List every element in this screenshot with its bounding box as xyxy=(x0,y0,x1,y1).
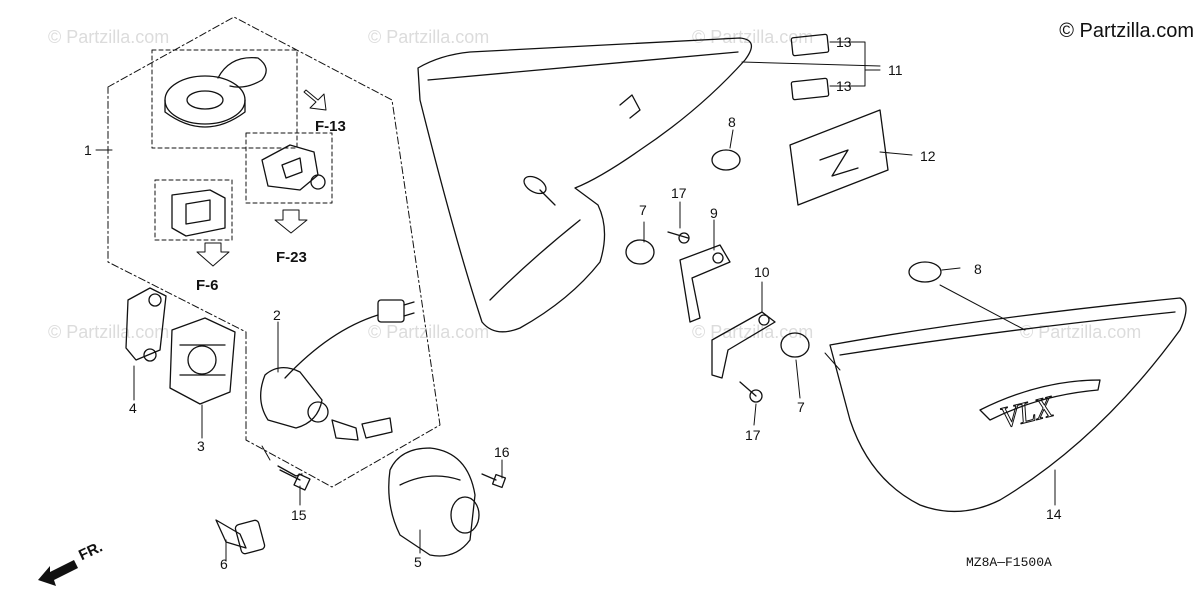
callout-10: 10 xyxy=(754,264,770,280)
screw-icon xyxy=(481,473,507,489)
callout-15: 15 xyxy=(291,507,307,523)
callout-4: 4 xyxy=(129,400,137,416)
watermark: © Partzilla.com xyxy=(692,322,813,342)
bolt-icon xyxy=(277,465,311,491)
leader-lines xyxy=(95,41,1056,561)
f23-part-box xyxy=(245,132,333,204)
bracket-plate-icon xyxy=(125,287,167,362)
grommet-icon xyxy=(711,149,741,171)
callout-11: 11 xyxy=(888,62,903,78)
vlx-emblem-text: VLX xyxy=(997,390,1058,435)
watermark: © Partzilla.com xyxy=(1020,322,1141,342)
stay-bracket-icon xyxy=(679,244,731,323)
callout-17: 17 xyxy=(745,427,761,443)
arrow-icon xyxy=(196,242,230,267)
callout-2: 2 xyxy=(273,307,281,323)
callout-7: 7 xyxy=(797,399,805,415)
callout-layer: 1 2 3 4 5 6 7 7 8 8 9 10 11 12 13 13 14 … xyxy=(84,34,1062,572)
callout-12: 12 xyxy=(920,148,936,164)
bolt-icon xyxy=(739,381,763,403)
grommet-icon xyxy=(625,239,655,265)
lock-latch-icon xyxy=(261,144,326,191)
arrow-icon xyxy=(274,209,308,234)
callout-17: 17 xyxy=(671,185,687,201)
watermark: © Partzilla.com xyxy=(368,27,489,47)
ignition-lock-icon xyxy=(260,299,415,441)
front-arrow-icon: FR. xyxy=(38,539,105,586)
callout-8: 8 xyxy=(974,261,982,277)
callout-1: 1 xyxy=(84,142,92,158)
callout-5: 5 xyxy=(414,554,422,570)
fuel-cap-box xyxy=(151,49,298,149)
ref-f23: F-23 xyxy=(276,249,307,266)
watermark: © Partzilla.com xyxy=(692,27,813,47)
watermark: © Partzilla.com xyxy=(48,322,169,342)
mark-badge-icon xyxy=(790,33,830,57)
arrow-icon xyxy=(303,89,327,111)
bolt-icon xyxy=(667,231,690,244)
callout-6: 6 xyxy=(220,556,228,572)
callout-13: 13 xyxy=(836,34,852,50)
mark-badge-icon xyxy=(790,77,830,101)
watermark: © Partzilla.com xyxy=(48,27,169,47)
seal-block-icon xyxy=(171,189,226,237)
lock-cover-icon xyxy=(388,447,480,557)
ref-f6: F-6 xyxy=(196,277,219,294)
emblem-plate-icon xyxy=(789,109,889,206)
callout-3: 3 xyxy=(197,438,205,454)
f6-part-box xyxy=(154,179,233,241)
diagram-code: MZ8A—F1500A xyxy=(966,555,1052,570)
assembly-1-outline xyxy=(107,16,441,488)
ref-f13: F-13 xyxy=(315,118,346,135)
key-blank-icon xyxy=(215,519,266,555)
callout-7: 7 xyxy=(639,202,647,218)
watermark: © Partzilla.com xyxy=(368,322,489,342)
grommet-icon xyxy=(780,332,810,358)
watermark-layer: © Partzilla.com © Partzilla.com © Partzi… xyxy=(48,27,1141,342)
lock-holder-icon xyxy=(169,317,236,405)
fuel-cap-icon xyxy=(164,57,267,128)
callout-14: 14 xyxy=(1046,506,1062,522)
grommet-icon xyxy=(908,261,942,283)
callout-13: 13 xyxy=(836,78,852,94)
callout-8: 8 xyxy=(728,114,736,130)
callout-16: 16 xyxy=(494,444,510,460)
callout-9: 9 xyxy=(710,205,718,221)
front-label: FR. xyxy=(76,539,105,565)
copyright-notice: © Partzilla.com xyxy=(1059,20,1194,42)
left-side-cover-icon xyxy=(417,37,752,333)
